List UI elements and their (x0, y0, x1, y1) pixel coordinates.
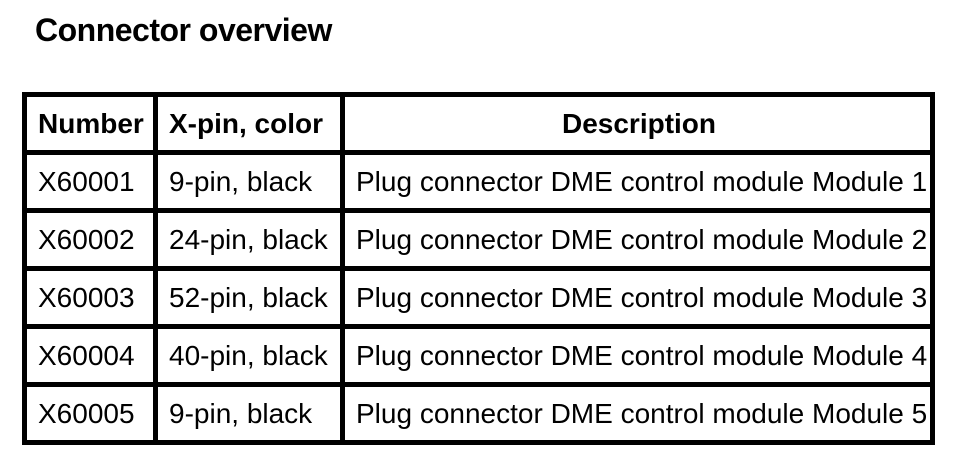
column-header-description: Description (340, 92, 935, 155)
cell-description: Plug connector DME control module Module… (340, 266, 935, 329)
page-title: Connector overview (35, 12, 332, 48)
table-row: X60005 9-pin, black Plug connector DME c… (22, 382, 935, 445)
table-row: X60002 24-pin, black Plug connector DME … (22, 208, 935, 271)
cell-pin-color: 24-pin, black (153, 208, 345, 271)
cell-description: Plug connector DME control module Module… (340, 324, 935, 387)
cell-number: X60005 (22, 382, 158, 445)
table-header-row: Number X-pin, color Description (22, 92, 935, 155)
cell-pin-color: 52-pin, black (153, 266, 345, 329)
connector-overview-table: Number X-pin, color Description X60001 9… (22, 92, 935, 445)
column-header-pin-color: X-pin, color (153, 92, 345, 155)
cell-description: Plug connector DME control module Module… (340, 150, 935, 213)
cell-pin-color: 9-pin, black (153, 150, 345, 213)
cell-description: Plug connector DME control module Module… (340, 208, 935, 271)
cell-pin-color: 9-pin, black (153, 382, 345, 445)
table-row: X60001 9-pin, black Plug connector DME c… (22, 150, 935, 213)
cell-description: Plug connector DME control module Module… (340, 382, 935, 445)
cell-number: X60004 (22, 324, 158, 387)
table-row: X60003 52-pin, black Plug connector DME … (22, 266, 935, 329)
table-row: X60004 40-pin, black Plug connector DME … (22, 324, 935, 387)
cell-number: X60001 (22, 150, 158, 213)
column-header-number: Number (22, 92, 158, 155)
cell-number: X60003 (22, 266, 158, 329)
cell-pin-color: 40-pin, black (153, 324, 345, 387)
cell-number: X60002 (22, 208, 158, 271)
